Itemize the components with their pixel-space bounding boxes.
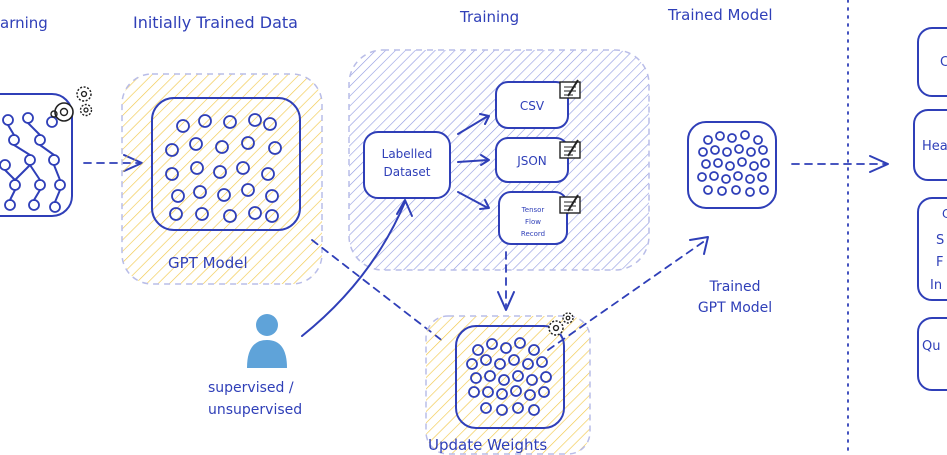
right-box-3-line4: In [930, 278, 942, 293]
json-box [495, 137, 569, 183]
arrow-to-tfrecord [457, 191, 490, 210]
gpt-model-label: GPT Model [168, 254, 248, 272]
gpt-model-hatched-bg [121, 73, 323, 285]
csv-box [495, 81, 569, 129]
tfrecord-line3: Record [521, 230, 545, 238]
labelled-dataset-box [363, 131, 451, 199]
csv-label: CSV [520, 99, 545, 113]
neural-net-graph [0, 112, 66, 213]
arrow-training-to-update [497, 251, 515, 311]
document-edit-icon [559, 139, 581, 159]
user-line1: supervised / [208, 380, 294, 396]
arrow-to-right-panel [791, 155, 889, 173]
update-weights-box [455, 325, 565, 429]
gpt-model-nodes [165, 113, 282, 223]
learning-box-frame [0, 93, 73, 217]
arrow-gpt-to-update [311, 239, 445, 343]
trained-gpt-line1: Trained [708, 279, 760, 295]
update-weights-hatched-bg [425, 315, 591, 455]
update-weights-label: Update Weights [428, 436, 547, 454]
right-box-2-label: Hea [922, 139, 947, 154]
header-learning: arning [0, 14, 48, 32]
arrow-user-to-dataset [301, 201, 406, 337]
header-initially-trained: Initially Trained Data [133, 13, 298, 32]
update-weights-section: Update Weights [425, 312, 591, 455]
labelled-dataset-line1: Labelled [382, 147, 433, 161]
gear-icon [76, 86, 92, 102]
update-weights-nodes [466, 337, 552, 416]
user-icon [247, 314, 287, 368]
trained-model-box [687, 121, 777, 209]
right-box-3-line1: C [942, 207, 947, 221]
tfrecord-box [498, 191, 568, 245]
arrow-update-to-trained [547, 236, 709, 351]
document-edit-icon [559, 194, 581, 214]
right-box-2 [913, 109, 947, 181]
trained-model-nodes [697, 130, 770, 197]
user-line2: unsupervised [208, 402, 302, 418]
gear-icon [50, 102, 74, 122]
right-panel: C Hea C S F In Qu [913, 27, 947, 391]
gear-icon [79, 103, 93, 117]
right-box-4-label: Qu [922, 339, 940, 354]
trained-gpt-line2: GPT Model [698, 300, 772, 316]
training-section: Labelled Dataset CSV JSON Tensor Flow Re… [348, 49, 650, 271]
user-section: supervised / unsupervised [208, 199, 413, 418]
document-edit-icon [559, 79, 581, 99]
right-box-4 [917, 317, 947, 391]
tfrecord-line1: Tensor [521, 206, 545, 214]
gear-icon [548, 320, 564, 336]
arrow-to-json [457, 154, 490, 166]
gpt-model-section: GPT Model [121, 73, 323, 285]
header-training: Training [459, 8, 519, 26]
right-box-1 [917, 27, 947, 97]
header-trained-model: Trained Model [667, 6, 773, 24]
arrow-to-csv [457, 113, 490, 135]
learning-network-box [0, 86, 93, 217]
gear-icon [562, 312, 574, 324]
trained-model-section: Trained GPT Model [687, 121, 777, 316]
labelled-dataset-line2: Dataset [384, 165, 431, 179]
right-box-3-line3: F [936, 255, 943, 270]
right-box-3-line2: S [936, 233, 944, 248]
right-box-3 [917, 197, 947, 301]
gpt-model-box [151, 97, 301, 231]
json-label: JSON [516, 154, 547, 168]
tfrecord-line2: Flow [525, 218, 541, 226]
right-box-1-label: C [940, 55, 947, 70]
